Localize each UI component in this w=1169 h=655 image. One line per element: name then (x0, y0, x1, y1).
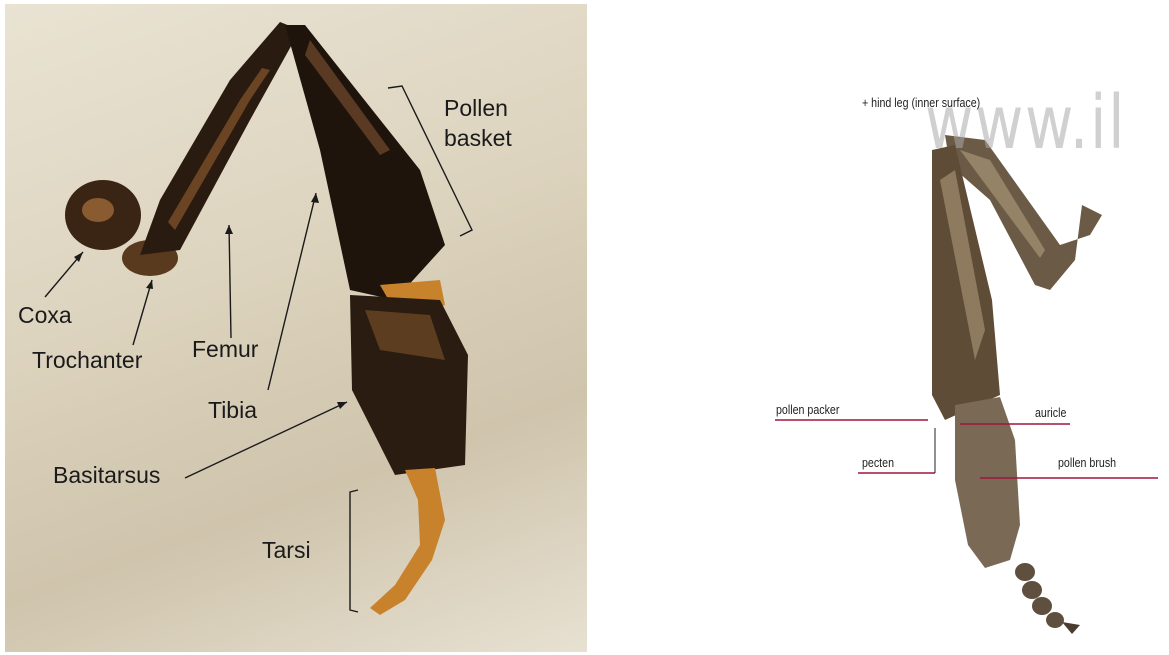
label-pecten: pecten (862, 455, 894, 470)
illus-claw (1062, 622, 1080, 634)
label-trochanter: Trochanter (32, 345, 142, 375)
label-tarsi: Tarsi (262, 535, 311, 565)
femur-highlight (168, 68, 270, 230)
illus-tarsus-2 (1022, 581, 1042, 599)
tibia-arrow (268, 193, 316, 390)
label-basitarsus: Basitarsus (53, 460, 160, 490)
label-tibia: Tibia (208, 395, 257, 425)
tarsi-bracket (350, 490, 358, 612)
illus-tarsus-1 (1015, 563, 1035, 581)
illus-tarsus-3 (1032, 597, 1052, 615)
illus-tarsus-4 (1046, 612, 1064, 628)
label-pollen-packer: pollen packer (776, 402, 839, 417)
label-femur: Femur (192, 334, 258, 364)
label-auricle: auricle (1035, 405, 1066, 420)
trochanter-arrow (133, 280, 152, 345)
watermark: www.il (925, 80, 1126, 166)
label-pollen-brush: pollen brush (1058, 455, 1116, 470)
femur-arrow (229, 225, 231, 338)
illus-basitarsus (955, 397, 1020, 568)
tarsi-shape (370, 468, 445, 615)
coxa-highlight (82, 198, 114, 222)
label-coxa: Coxa (18, 300, 72, 330)
illustrated-leg (932, 135, 1102, 634)
illus-title: + hind leg (inner surface) (862, 95, 980, 110)
tibia-shape (285, 25, 445, 300)
label-pollen-basket: Pollen basket (444, 93, 512, 153)
